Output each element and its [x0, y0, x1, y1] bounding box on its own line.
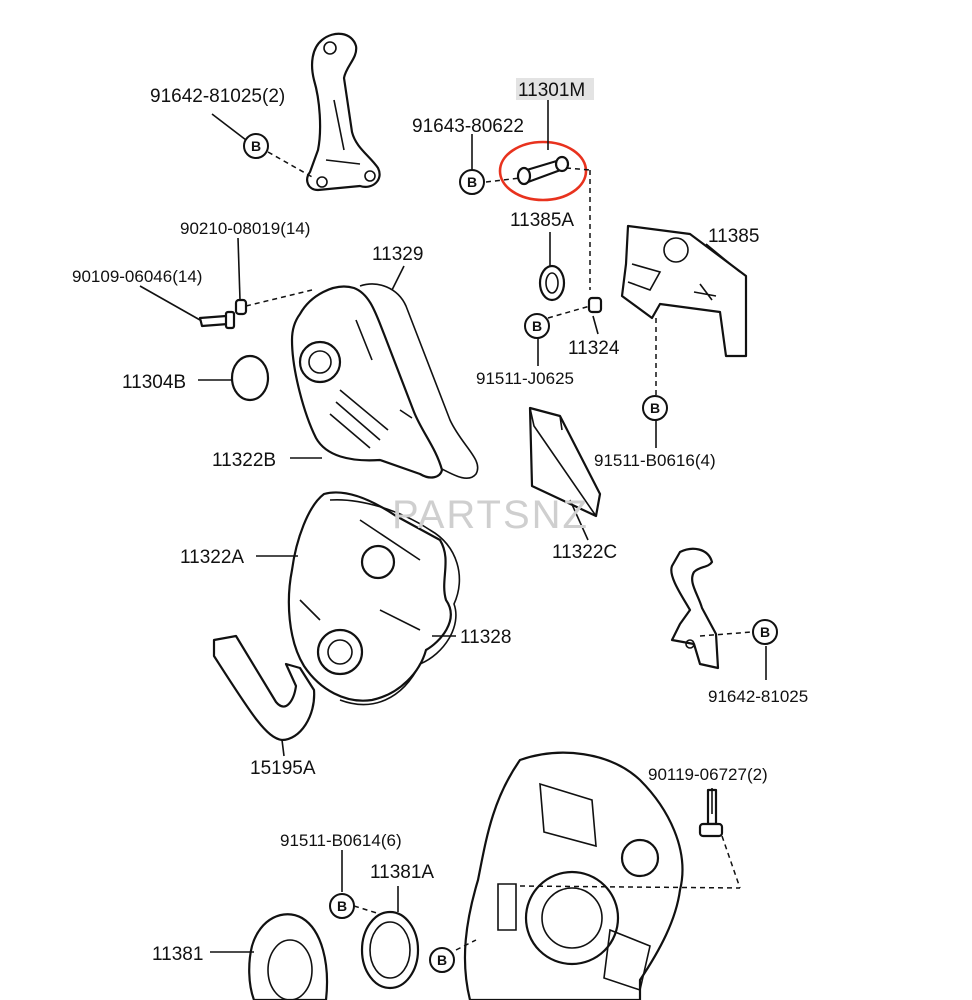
part-11304B-plug	[230, 354, 270, 402]
part-11385A-seal	[538, 264, 566, 302]
bolt-marker: B	[459, 169, 485, 195]
bolt-marker: B	[429, 947, 455, 973]
svg-text:B: B	[467, 174, 477, 190]
label-11329[interactable]: 11329	[372, 244, 423, 265]
part-11322A-cover	[287, 491, 452, 702]
label-11381A[interactable]: 11381A	[370, 862, 434, 883]
label-90119-06727[interactable]: 90119-06727(2)	[648, 765, 768, 784]
part-11329-gasket	[359, 283, 479, 479]
svg-text:B: B	[760, 624, 770, 640]
svg-text:B: B	[437, 952, 447, 968]
engine-hanger-top	[306, 32, 381, 192]
bolt-marker: B	[642, 395, 668, 421]
part-90109-bolt	[198, 310, 236, 330]
bolt-marker: B	[329, 893, 355, 919]
part-15195A-guide	[212, 634, 316, 742]
label-11322C[interactable]: 11322C	[552, 542, 617, 563]
part-backing-plate	[463, 751, 684, 1000]
label-11301M[interactable]: 11301M	[518, 80, 585, 101]
leader-lines	[139, 100, 767, 953]
svg-text:B: B	[532, 318, 542, 334]
label-90109-06046[interactable]: 90109-06046(14)	[72, 267, 202, 286]
part-11301M-stud	[516, 155, 570, 186]
label-91511-B0614[interactable]: 91511-B0614(6)	[280, 831, 402, 850]
label-11304B[interactable]: 11304B	[122, 372, 186, 393]
svg-text:B: B	[251, 138, 261, 154]
label-91511-J0625[interactable]: 91511-J0625	[476, 369, 574, 388]
label-90210-08019[interactable]: 90210-08019(14)	[180, 219, 310, 238]
watermark: PARTSNZ	[392, 493, 589, 537]
highlight-circle	[498, 140, 588, 202]
label-91642-81025-2[interactable]: 91642-81025(2)	[150, 86, 285, 107]
label-11385[interactable]: 11385	[708, 226, 759, 247]
label-11385A[interactable]: 11385A	[510, 210, 574, 231]
part-91642-hanger-right	[670, 547, 720, 670]
part-11328-gasket	[329, 498, 461, 706]
label-15195A[interactable]: 15195A	[250, 758, 316, 779]
label-91642-81025[interactable]: 91642-81025	[708, 687, 808, 706]
bolt-marker: B	[752, 619, 778, 645]
part-90210-washer	[234, 298, 248, 316]
label-11322A[interactable]: 11322A	[180, 547, 244, 568]
part-90119-bolt	[698, 788, 724, 838]
part-11322B-cover	[290, 285, 444, 479]
label-11381[interactable]: 11381	[152, 944, 203, 965]
label-91511-B0616[interactable]: 91511-B0616(4)	[594, 451, 716, 470]
svg-text:B: B	[337, 898, 347, 914]
label-11328[interactable]: 11328	[460, 627, 511, 648]
bolt-marker: B	[243, 133, 269, 159]
label-11324[interactable]: 11324	[568, 338, 620, 359]
part-11381A-seal	[360, 910, 420, 990]
label-91643-80622[interactable]: 91643-80622	[412, 116, 524, 137]
part-11322C-wedge	[528, 406, 602, 518]
part-11324-collar	[587, 296, 603, 314]
svg-text:B: B	[650, 400, 660, 416]
part-11381-housing	[248, 913, 329, 1000]
highlight-label-bg	[516, 78, 594, 100]
label-11322B[interactable]: 11322B	[212, 450, 276, 471]
bolt-marker: B	[524, 313, 550, 339]
